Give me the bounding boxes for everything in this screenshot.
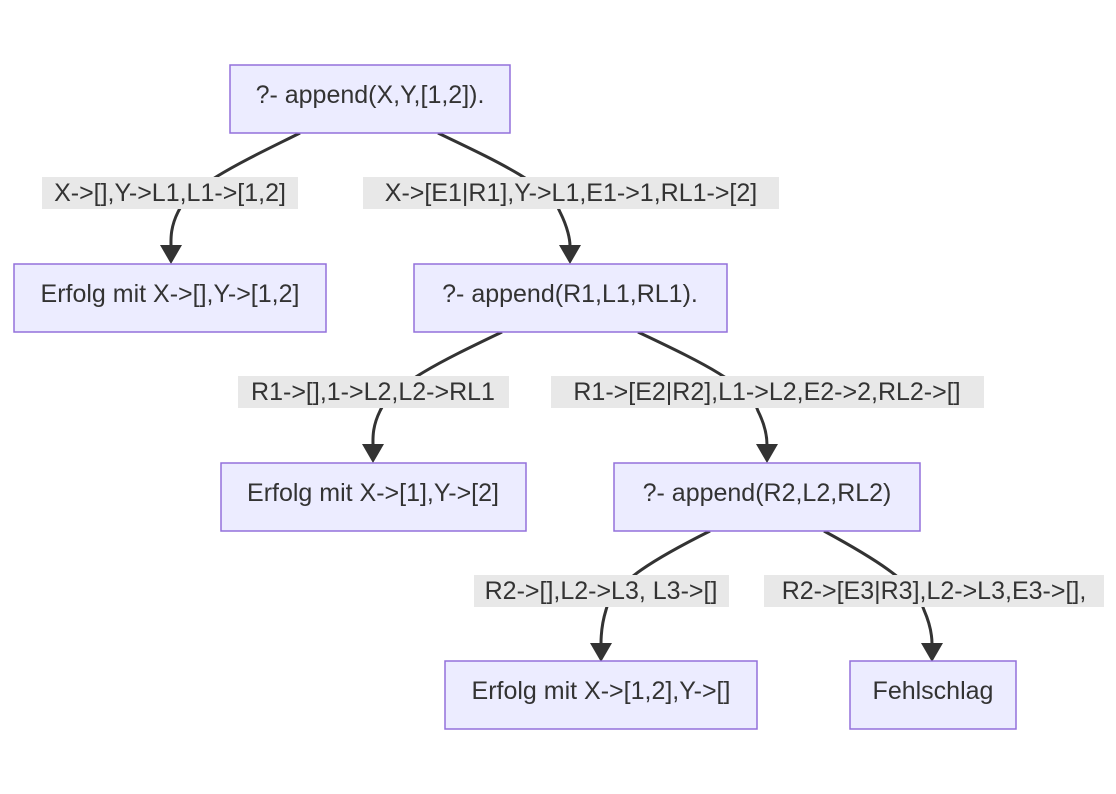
edge-label-goal2-success3: R2->[],L2->L3, L3->[] <box>474 575 729 607</box>
node-goal-2: ?- append(R2,L2,RL2) <box>613 462 921 532</box>
edge-label-text: X->[],Y->L1,L1->[1,2] <box>54 179 286 207</box>
node-goal-1: ?- append(R1,L1,RL1). <box>413 263 728 333</box>
edge-label-root-success1: X->[],Y->L1,L1->[1,2] <box>42 177 298 209</box>
node-label: Fehlschlag <box>873 677 994 705</box>
node-label: ?- append(R1,L1,RL1). <box>442 280 698 308</box>
edge-label-text: R1->[E2|R2],L1->L2,E2->2,RL2->[] <box>573 378 960 406</box>
node-success-1: Erfolg mit X->[],Y->[1,2] <box>13 263 327 333</box>
node-label: ?- append(R2,L2,RL2) <box>643 479 892 507</box>
node-label: Erfolg mit X->[1,2],Y->[] <box>472 677 731 705</box>
edge-label-text: R1->[],1->L2,L2->RL1 <box>251 378 495 406</box>
node-label: ?- append(X,Y,[1,2]). <box>256 81 485 109</box>
node-failure: Fehlschlag <box>849 660 1017 730</box>
node-success-2: Erfolg mit X->[1],Y->[2] <box>220 462 527 532</box>
edge-label-text: X->[E1|R1],Y->L1,E1->1,RL1->[2] <box>385 179 757 207</box>
arrow-head-icon <box>559 245 581 264</box>
node-label: Erfolg mit X->[],Y->[1,2] <box>41 280 300 308</box>
edge-label-goal2-failure: R2->[E3|R3],L2->L3,E3->[], <box>764 575 1104 607</box>
edge-label-text: R2->[],L2->L3, L3->[] <box>485 577 718 605</box>
arrow-head-icon <box>362 444 384 463</box>
arrow-head-icon <box>590 643 612 662</box>
arrow-head-icon <box>921 643 943 662</box>
node-root-goal: ?- append(X,Y,[1,2]). <box>229 64 511 134</box>
edge-label-goal1-goal2: R1->[E2|R2],L1->L2,E2->2,RL2->[] <box>551 376 984 408</box>
node-label: Erfolg mit X->[1],Y->[2] <box>247 479 499 507</box>
arrow-head-icon <box>160 245 182 264</box>
edge-label-text: R2->[E3|R3],L2->L3,E3->[], <box>782 577 1087 605</box>
edge-label-root-goal1: X->[E1|R1],Y->L1,E1->1,RL1->[2] <box>363 177 779 209</box>
node-success-3: Erfolg mit X->[1,2],Y->[] <box>444 660 758 730</box>
arrow-head-icon <box>756 444 778 463</box>
edge-label-goal1-success2: R1->[],1->L2,L2->RL1 <box>238 376 509 408</box>
